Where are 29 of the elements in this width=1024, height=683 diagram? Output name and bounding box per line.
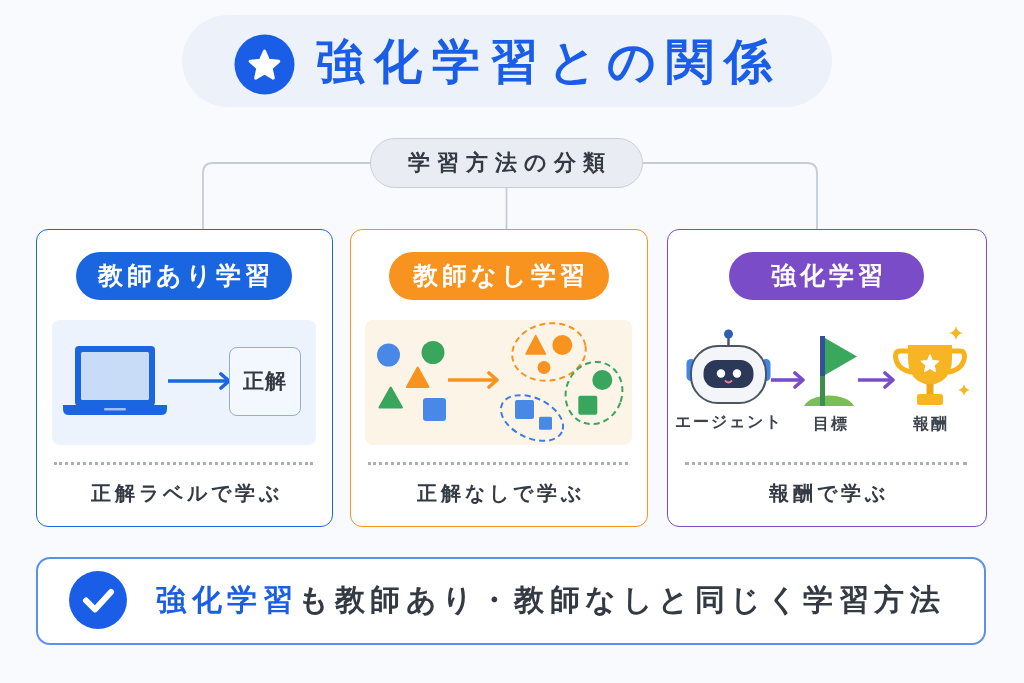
category-tag: 教師あり学習 xyxy=(76,252,292,300)
flag-icon xyxy=(802,334,858,406)
panel-caption: 報酬で学ぶ xyxy=(768,480,889,507)
icon-caption: 報酬 xyxy=(911,413,949,434)
title-text: 強化学習との関係 xyxy=(316,32,782,91)
panel-caption: 正解なしで学ぶ xyxy=(416,480,585,507)
arrow xyxy=(448,371,499,389)
arrow xyxy=(771,371,805,389)
icon-caption: エージェント xyxy=(674,411,783,432)
connector-line xyxy=(505,187,508,230)
connector-line xyxy=(202,162,371,230)
category-header: 学習方法の分類 xyxy=(370,138,643,188)
summary-banner xyxy=(36,557,986,645)
laptop-icon xyxy=(61,344,168,416)
connector-line xyxy=(642,162,818,230)
panel-caption: 正解ラベルで学ぶ xyxy=(89,480,283,507)
icon-caption: 目標 xyxy=(812,413,849,434)
category-tag: 強化学習 xyxy=(729,252,924,300)
category-tag: 教師なし学習 xyxy=(388,252,609,300)
category-panel xyxy=(667,229,987,527)
answer-card: 正解 xyxy=(228,346,301,416)
category-panel xyxy=(36,229,333,527)
arrow xyxy=(858,371,895,389)
trophy-icon xyxy=(892,343,967,406)
robot-icon xyxy=(685,328,771,404)
summary-text: 強化学習も教師あり・教師なしと同じく学習方法 xyxy=(156,581,945,619)
arrow xyxy=(168,372,231,390)
category-panel xyxy=(350,229,648,527)
scattered-shapes-drawing xyxy=(375,339,448,422)
